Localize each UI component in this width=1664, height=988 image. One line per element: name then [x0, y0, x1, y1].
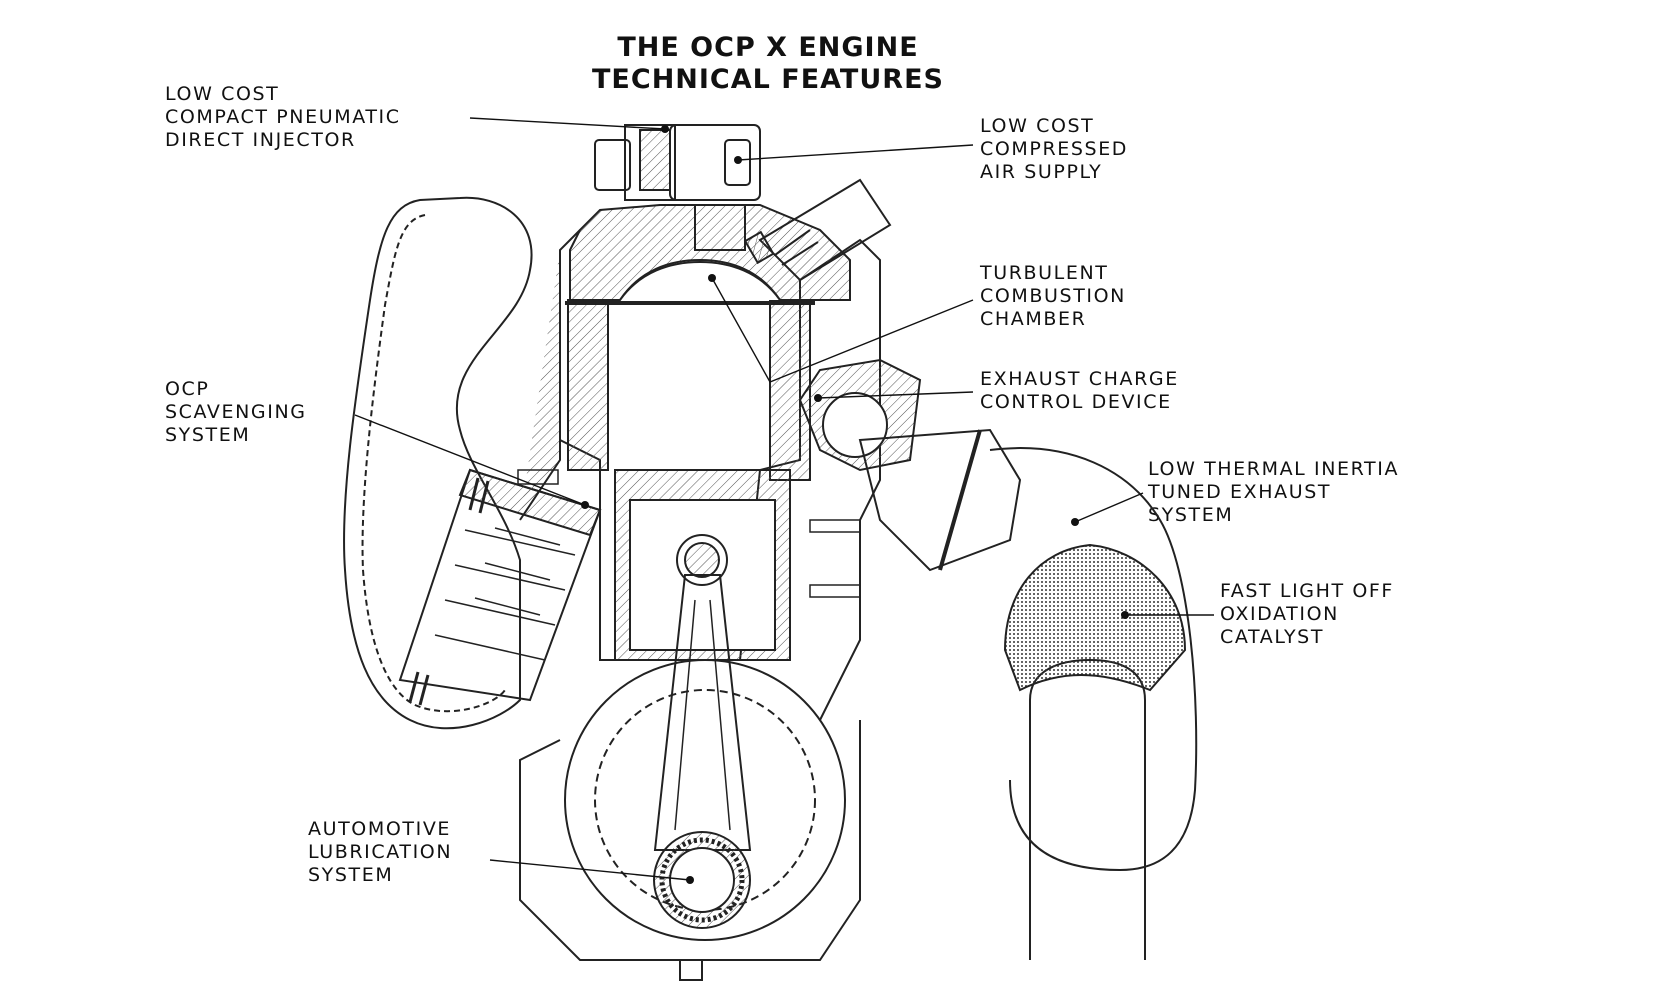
exhaust-pipe-lower: [1029, 658, 1146, 960]
callout-exhaust-system: LOW THERMAL INERTIA TUNED EXHAUST SYSTEM: [1148, 458, 1399, 527]
callout-line: LUBRICATION: [308, 841, 453, 863]
exhaust-tuned-pipe: [989, 447, 1198, 872]
transfer-duct-inner: [361, 214, 506, 713]
injector-assembly: [594, 124, 761, 251]
callout-line: COMPRESSED: [980, 138, 1129, 160]
exhaust-control-valve: [822, 392, 888, 458]
callout-line: SYSTEM: [1148, 504, 1234, 526]
gasket-marks: [408, 477, 490, 706]
cylinder-left-wall: [519, 250, 561, 521]
reed-petals: [434, 527, 576, 661]
exhaust-flange: [938, 429, 982, 571]
callout-line: DIRECT INJECTOR: [165, 129, 356, 151]
cylinder-liner-right: [769, 299, 811, 481]
leader-exhaust-charge: [817, 391, 974, 399]
block-bolts: [517, 469, 861, 598]
leader-lubrication: [489, 859, 691, 881]
callout-line: SYSTEM: [308, 864, 394, 886]
callout-line: SYSTEM: [165, 424, 251, 446]
callout-exhaust-charge: EXHAUST CHARGE CONTROL DEVICE: [980, 368, 1179, 414]
callout-air-supply: LOW COST COMPRESSED AIR SUPPLY: [980, 115, 1128, 184]
diagram-title-line-2: TECHNICAL FEATURES: [592, 64, 944, 95]
drain-plug: [679, 959, 703, 981]
callout-line: LOW COST: [980, 115, 1095, 137]
callout-line: AIR SUPPLY: [980, 161, 1103, 183]
leader-lines: [354, 117, 1214, 881]
leader-injector: [469, 117, 666, 130]
callout-catalyst: FAST LIGHT OFF OXIDATION CATALYST: [1220, 580, 1394, 649]
leader-air-supply: [737, 144, 974, 161]
callout-line: OCP: [165, 378, 210, 400]
crankcase: [564, 659, 846, 941]
callout-line: EXHAUST CHARGE: [980, 368, 1179, 390]
callout-line: CATALYST: [1220, 626, 1325, 648]
wrist-pin: [676, 534, 728, 586]
callout-line: TUNED EXHAUST: [1148, 481, 1332, 503]
leader-scavenging: [354, 414, 586, 506]
leader-dots: [581, 125, 1129, 884]
callout-lubrication: AUTOMOTIVE LUBRICATION SYSTEM: [308, 818, 452, 887]
callout-line: FAST LIGHT OFF: [1220, 580, 1394, 602]
callout-line: COMBUSTION: [980, 285, 1126, 307]
oxidation-catalyst: [1003, 543, 1187, 692]
callout-line: OXIDATION: [1220, 603, 1339, 625]
cylinder-liner-left: [567, 299, 609, 471]
spark-plug: [743, 178, 892, 282]
callout-line: LOW THERMAL INERTIA: [1148, 458, 1400, 480]
callout-line: COMPACT PNEUMATIC: [165, 106, 401, 128]
connecting-rod: [653, 574, 752, 851]
crankcase-body: [519, 720, 861, 961]
leader-combustion: [711, 277, 974, 383]
callout-line: AUTOMOTIVE: [308, 818, 452, 840]
callout-line: LOW COST: [165, 83, 280, 105]
combustion-chamber-dome: [619, 260, 781, 301]
callout-line: CONTROL DEVICE: [980, 391, 1172, 413]
exhaust-port: [858, 428, 1022, 572]
callout-scavenging: OCP SCAVENGING SYSTEM: [165, 378, 307, 447]
leader-exhaust-system: [1074, 492, 1144, 523]
callout-combustion-chamber: TURBULENT COMBUSTION CHAMBER: [980, 262, 1126, 331]
diagram-title-line-1: THE OCP X ENGINE: [617, 32, 919, 63]
callout-line: SCAVENGING: [165, 401, 307, 423]
callout-line: TURBULENT: [980, 262, 1109, 284]
transfer-duct: [343, 196, 533, 730]
callout-injector: LOW COST COMPACT PNEUMATIC DIRECT INJECT…: [165, 83, 401, 152]
callout-line: CHAMBER: [980, 308, 1087, 330]
